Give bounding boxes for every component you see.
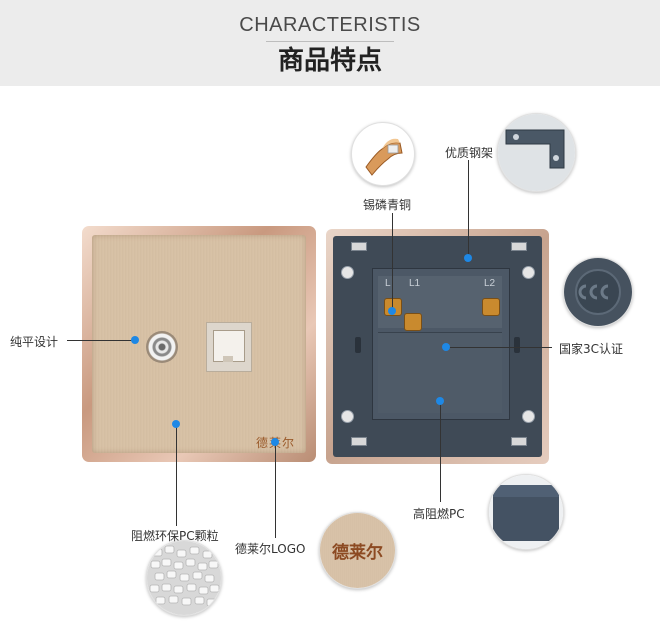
- leader-line-pellets: [176, 424, 177, 526]
- label-flame-pellets: 阻燃环保PC颗粒: [131, 529, 219, 543]
- title-english: CHARACTERISTIS: [239, 14, 421, 36]
- mount-hole: [341, 410, 354, 423]
- copper-detail-bubble: [351, 122, 415, 186]
- marker-flat: [131, 336, 139, 344]
- network-jack-notch: [223, 356, 233, 362]
- marker-pc: [436, 397, 444, 405]
- frame-tab: [511, 242, 527, 251]
- frame-tab: [351, 437, 367, 446]
- marking-l2: L2: [484, 278, 496, 289]
- logo-bubble-bg: [320, 513, 395, 588]
- mount-hole: [522, 410, 535, 423]
- copper-terminal: [482, 298, 500, 316]
- front-panel-face: [92, 235, 306, 453]
- pc-pellets-icon: [147, 541, 221, 615]
- label-brand-logo: 德莱尔LOGO: [235, 542, 306, 556]
- pellet-bubble: [146, 540, 222, 616]
- marker-3c: [442, 343, 450, 351]
- leader-line-flat: [67, 340, 134, 341]
- label-cert-3c: 国家3C认证: [559, 342, 624, 356]
- ccc-mark-icon: [564, 258, 632, 326]
- frame-tab: [511, 437, 527, 446]
- frame-tab: [351, 242, 367, 251]
- marking-l: L: [385, 278, 391, 289]
- leader-line-pc: [440, 401, 441, 502]
- title-divider: [266, 41, 394, 42]
- side-slot: [355, 337, 361, 353]
- steel-bracket-icon: [498, 114, 575, 191]
- label-phosphor-bronze: 锡磷青铜: [363, 198, 412, 212]
- logo-bubble-text: 德莱尔: [332, 543, 383, 563]
- copper-clip-icon: [365, 138, 403, 176]
- mount-hole: [522, 266, 535, 279]
- pc-material-bubble: [488, 474, 564, 550]
- leader-line-3c: [446, 347, 552, 348]
- label-flat-design: 纯平设计: [10, 335, 59, 349]
- label-steel-frame: 优质钢架: [445, 146, 494, 160]
- marker-steel: [464, 254, 472, 262]
- title-chinese: 商品特点: [277, 46, 382, 76]
- pc-block-icon: [489, 475, 563, 549]
- leader-line-copper: [392, 213, 393, 311]
- tv-coax-jack: [146, 331, 178, 363]
- steel-frame-bubble: [497, 113, 576, 192]
- marker-pellets: [172, 420, 180, 428]
- copper-terminal: [404, 313, 422, 331]
- marker-copper: [388, 307, 396, 315]
- cert-3c-bubble: [563, 257, 633, 327]
- leader-line-logo: [275, 442, 276, 538]
- label-flame-pc: 高阻燃PC: [413, 507, 465, 521]
- marker-logo: [271, 438, 279, 446]
- side-slot: [514, 337, 520, 353]
- leader-line-steel: [468, 160, 469, 258]
- mount-hole: [341, 266, 354, 279]
- logo-bubble: 德莱尔: [319, 512, 396, 589]
- header-band: [0, 0, 660, 86]
- marking-l1: L1: [409, 278, 421, 289]
